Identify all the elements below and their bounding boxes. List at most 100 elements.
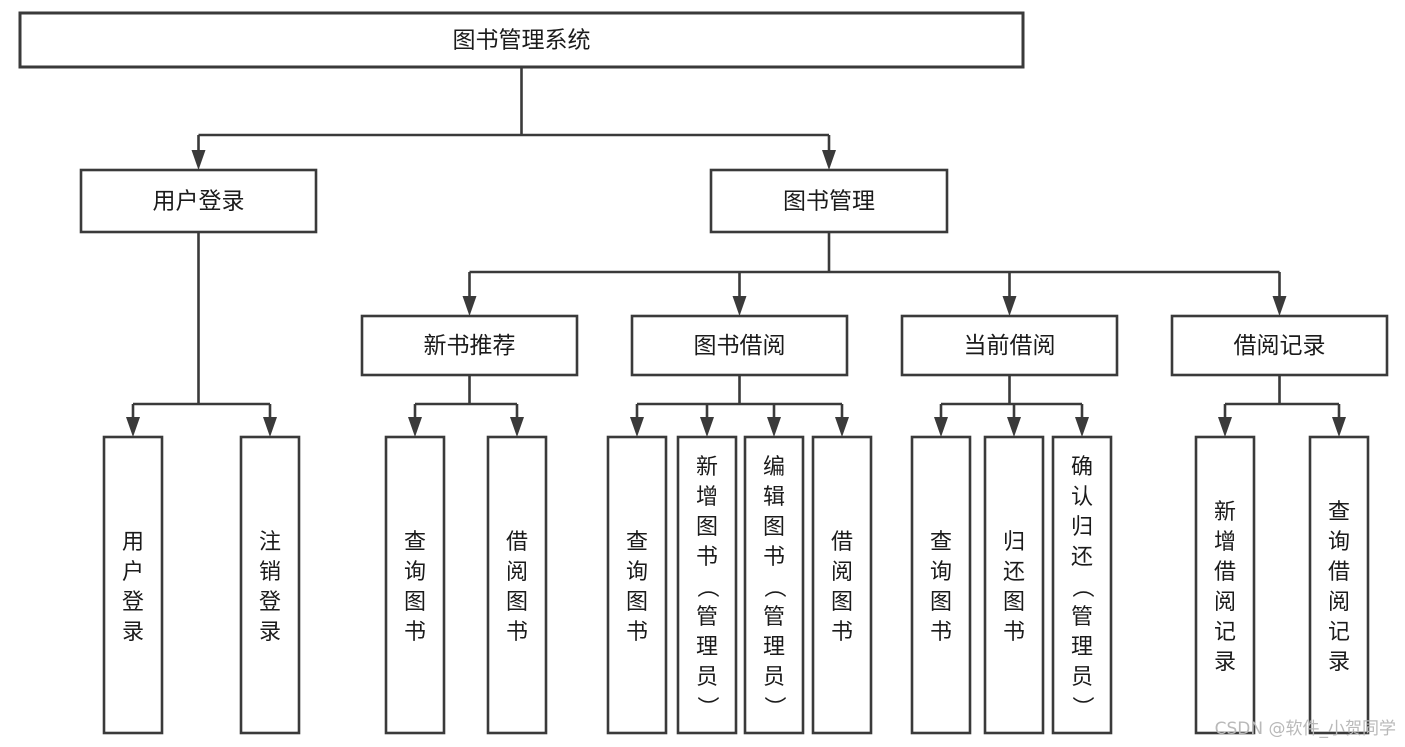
arrow-head-icon xyxy=(1332,417,1346,437)
node-box[interactable] xyxy=(676,435,738,735)
node-box[interactable] xyxy=(102,435,164,735)
node-label-char: 新 xyxy=(696,455,718,480)
arrow-head-icon xyxy=(934,417,948,437)
node-label-char: 辑 xyxy=(763,485,785,510)
node-label-char: 图 xyxy=(626,590,648,615)
node-label-char: 书 xyxy=(831,620,853,645)
node-label: 图书管理 xyxy=(783,189,875,215)
node-box[interactable] xyxy=(743,435,805,735)
node-box[interactable] xyxy=(79,168,318,234)
node-label-char: 员 xyxy=(763,665,785,690)
node-label-char: 归 xyxy=(1003,530,1025,555)
edge-borrow-to-leaves xyxy=(630,375,849,437)
node-label-char: 记 xyxy=(1328,620,1350,645)
csdn-watermark: CSDN @软件_小贺同学 xyxy=(1215,719,1396,739)
arrow-head-icon xyxy=(1007,417,1021,437)
node-new-book-recommend[interactable]: 新书推荐 xyxy=(360,314,579,377)
node-box[interactable] xyxy=(811,435,873,735)
node-label-char: 销 xyxy=(259,560,281,585)
node-box[interactable] xyxy=(18,11,1025,69)
node-box[interactable] xyxy=(709,168,949,234)
arrow-head-icon xyxy=(126,417,140,437)
node-label-char: 管 xyxy=(763,605,785,630)
node-label-char: 询 xyxy=(930,560,952,585)
node-label-char: 借 xyxy=(506,530,528,555)
node-borrow-records[interactable]: 借阅记录 xyxy=(1170,314,1389,377)
node-box[interactable] xyxy=(983,435,1045,735)
arrow-head-icon xyxy=(1075,417,1089,437)
node-label: 新书推荐 xyxy=(424,333,516,359)
node-book-borrow[interactable]: 图书借阅 xyxy=(630,314,849,377)
node-user-login[interactable]: 用户登录 xyxy=(79,168,318,234)
node-label-char: 用 xyxy=(122,530,144,555)
node-label-char: 员 xyxy=(696,665,718,690)
node-label-char: 归 xyxy=(1071,515,1093,540)
node-label-char: 增 xyxy=(1214,530,1236,555)
node-label-char: 编 xyxy=(763,455,785,480)
node-label-char: 户 xyxy=(122,560,144,585)
node-current-borrow[interactable]: 当前借阅 xyxy=(900,314,1119,377)
node-layer: 图书管理系统用户登录图书管理新书推荐图书借阅当前借阅借阅记录用户登录注销登录查询… xyxy=(18,11,1389,735)
node-book-management[interactable]: 图书管理 xyxy=(709,168,949,234)
edge-records-to-leaves xyxy=(1218,375,1346,437)
node-box[interactable] xyxy=(1170,314,1389,377)
node-label-char: 图 xyxy=(763,515,785,540)
node-box[interactable] xyxy=(630,314,849,377)
node-label-char: 认 xyxy=(1071,485,1093,510)
node-label-char: 询 xyxy=(626,560,648,585)
node-label-char: 书 xyxy=(696,545,718,570)
arrow-head-icon xyxy=(408,417,422,437)
node-label-char: 录 xyxy=(122,620,144,645)
node-box[interactable] xyxy=(384,435,446,735)
arrow-head-icon xyxy=(767,417,781,437)
node-label-char: 阅 xyxy=(831,560,853,585)
arrow-head-icon xyxy=(822,150,836,170)
node-label-char: 借 xyxy=(1328,560,1350,585)
node-label-char: 书 xyxy=(763,545,785,570)
node-label-char: 还 xyxy=(1071,545,1093,570)
arrow-head-icon xyxy=(263,417,277,437)
node-box[interactable] xyxy=(360,314,579,377)
node-label-char: 图 xyxy=(831,590,853,615)
edge-recommend-to-leaves xyxy=(408,375,524,437)
node-box[interactable] xyxy=(239,435,301,735)
node-box[interactable] xyxy=(1308,435,1370,735)
node-label-char: 书 xyxy=(506,620,528,645)
node-box[interactable] xyxy=(910,435,972,735)
node-box[interactable] xyxy=(1051,435,1113,735)
node-label: 用户登录 xyxy=(153,189,245,215)
node-box[interactable] xyxy=(1194,435,1256,735)
node-box[interactable] xyxy=(486,435,548,735)
node-label-char: 图 xyxy=(404,590,426,615)
connector-layer xyxy=(126,67,1346,437)
node-label-char: 阅 xyxy=(506,560,528,585)
node-box[interactable] xyxy=(900,314,1119,377)
node-leaf-user-login[interactable]: 用户登录 xyxy=(102,435,164,735)
node-label-char: 还 xyxy=(1003,560,1025,585)
node-label: 图书借阅 xyxy=(694,333,786,359)
node-label-char: 查 xyxy=(626,530,648,555)
node-label-char: ） xyxy=(761,696,786,718)
node-label: 借阅记录 xyxy=(1234,333,1326,359)
node-root[interactable]: 图书管理系统 xyxy=(18,11,1025,69)
node-label-char: 查 xyxy=(404,530,426,555)
arrow-head-icon xyxy=(510,417,524,437)
node-label-char: 图 xyxy=(930,590,952,615)
edge-root-to-level1 xyxy=(191,67,836,170)
node-label-char: 阅 xyxy=(1214,590,1236,615)
node-box[interactable] xyxy=(606,435,668,735)
arrow-head-icon xyxy=(191,150,206,170)
